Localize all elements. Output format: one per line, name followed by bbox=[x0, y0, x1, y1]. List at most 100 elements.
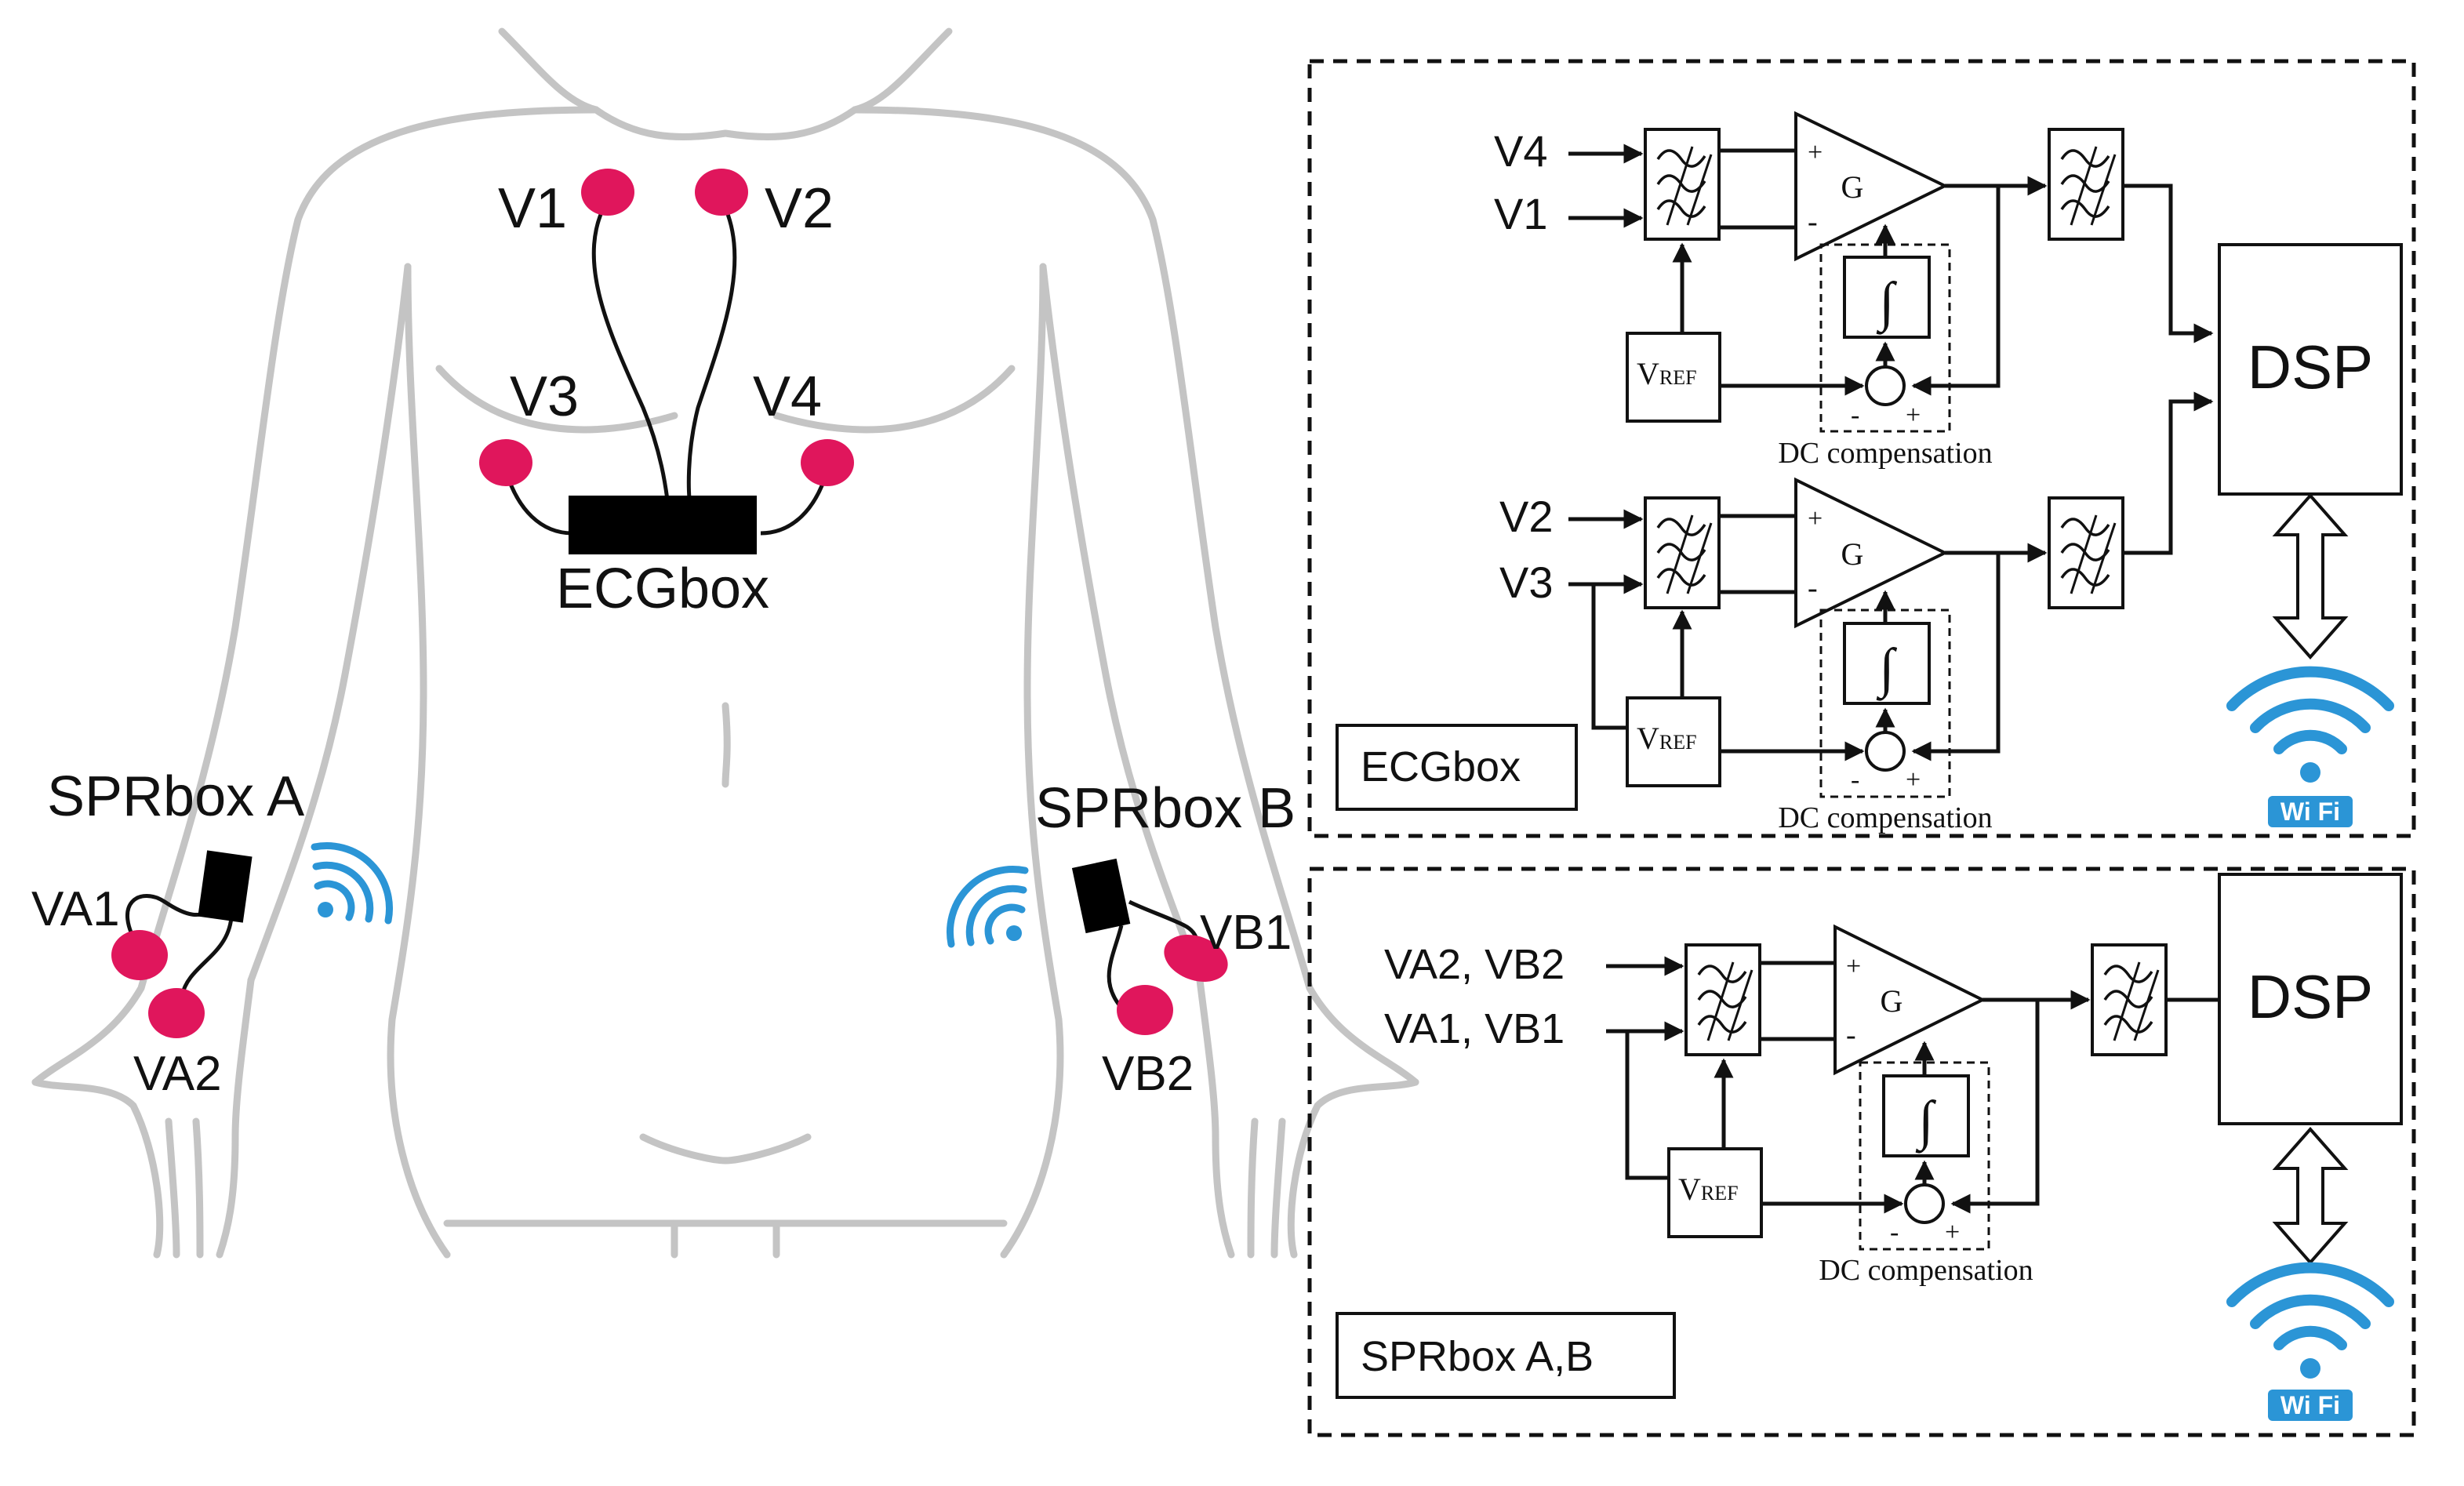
body-panel: V1 V2 V3 V4 ECGbox SPRbox A VA1 VA2 SPRb… bbox=[31, 27, 1419, 1259]
spr-input-top: VA2, VB2 bbox=[1384, 941, 1565, 988]
ecgbox-panel-border bbox=[1307, 59, 2416, 838]
spr-summing-junction bbox=[1904, 1183, 1945, 1224]
ecg-ch2-amp-plus: + bbox=[1808, 504, 1823, 533]
va2-electrode bbox=[148, 988, 205, 1038]
spr-amp-gain: G bbox=[1881, 983, 1903, 1019]
ecg-ch1-summing-junction bbox=[1865, 365, 1906, 406]
ecg-ch2-input-filter bbox=[1644, 496, 1721, 609]
spr-dsp-label: DSP bbox=[2248, 962, 2373, 1031]
spr-input-filter bbox=[1684, 943, 1761, 1056]
sprbox-b-device bbox=[1071, 858, 1131, 934]
ecg-ch2-input-v2: V2 bbox=[1499, 492, 1554, 541]
sprbox-panel-border bbox=[1307, 867, 2416, 1437]
v2-cable bbox=[686, 198, 737, 507]
spr-vref-label: VREF bbox=[1678, 1172, 1739, 1207]
ecg-wifi-badge: Wi Fi bbox=[2280, 797, 2340, 826]
sprbox-b-wireless-icon bbox=[946, 865, 1029, 948]
ecg-ch2-amp-gain: G bbox=[1841, 536, 1864, 572]
sprbox-a-label: SPRbox A bbox=[47, 765, 304, 828]
v4-label: V4 bbox=[753, 365, 822, 428]
v4-electrode bbox=[801, 439, 854, 486]
vb1-electrode bbox=[1164, 935, 1228, 982]
ecg-ch1-input-v1: V1 bbox=[1494, 189, 1548, 238]
spr-amp-plus: + bbox=[1846, 952, 1861, 981]
va1-cable bbox=[125, 894, 213, 950]
ecg-ch1-amplifier bbox=[1794, 111, 1949, 262]
ecg-ch2-output-filter bbox=[2048, 496, 2124, 609]
ecg-ch2-amplifier bbox=[1794, 477, 1949, 629]
spr-vref bbox=[1667, 1147, 1763, 1238]
ecg-ch2-integrator-symbol: ∫ bbox=[1876, 638, 1897, 701]
ecg-channel-1: V4 V1 + - G ∫ - + VREF DC c bbox=[1494, 111, 2214, 470]
sprbox-title-box bbox=[1336, 1312, 1676, 1399]
v3-label: V3 bbox=[510, 365, 579, 428]
ecg-ch2-integrator bbox=[1843, 622, 1931, 705]
vb2-label: VB2 bbox=[1102, 1047, 1194, 1101]
ecg-ch1-output-filter bbox=[2048, 128, 2124, 241]
ecgbox-device bbox=[569, 496, 757, 554]
ecg-ch1-sum-plus: + bbox=[1906, 401, 1921, 430]
sprbox-panel: VA2, VB2 VA1, VB1 + - G ∫ - + VREF DC co… bbox=[1307, 867, 2416, 1437]
ecg-ch2-input-v3: V3 bbox=[1499, 558, 1554, 607]
ecg-ch1-input-filter bbox=[1644, 128, 1721, 241]
ecg-ch2-summing-junction bbox=[1865, 731, 1906, 772]
ecg-ch1-dc-compensation-box bbox=[1819, 243, 1951, 433]
spr-wifi-badge: Wi Fi bbox=[2280, 1391, 2340, 1419]
spr-sum-plus: + bbox=[1945, 1218, 1960, 1247]
va2-cable bbox=[180, 917, 234, 997]
v2-label: V2 bbox=[765, 177, 834, 240]
ecgbox-title-box bbox=[1336, 724, 1578, 811]
v3-electrode bbox=[479, 439, 532, 486]
ecg-ch1-vref-label: VREF bbox=[1637, 356, 1697, 391]
vb2-electrode bbox=[1117, 985, 1173, 1035]
ecg-ch2-dc-compensation-label: DC compensation bbox=[1778, 801, 1992, 834]
va1-electrode bbox=[111, 930, 168, 980]
ecg-ch2-dc-compensation-box bbox=[1819, 609, 1951, 798]
spr-amplifier bbox=[1833, 924, 1986, 1076]
spr-dc-compensation-label: DC compensation bbox=[1819, 1254, 2033, 1287]
spr-dsp-block bbox=[2218, 873, 2403, 1125]
spr-sum-minus: - bbox=[1890, 1218, 1899, 1247]
spr-output-filter bbox=[2091, 943, 2168, 1056]
ecg-ch1-amp-minus: - bbox=[1808, 205, 1818, 238]
body-outline bbox=[31, 27, 1419, 1259]
ecg-ch2-vref bbox=[1626, 696, 1721, 787]
spr-integrator bbox=[1882, 1074, 1970, 1157]
vb1-label: VB1 bbox=[1200, 906, 1292, 960]
ecg-ch2-sum-minus: - bbox=[1851, 765, 1859, 794]
sprbox-a-device bbox=[198, 850, 253, 923]
v1-electrode bbox=[581, 169, 634, 216]
ecg-ch1-vref bbox=[1626, 332, 1721, 423]
ecg-ch1-input-v4: V4 bbox=[1494, 126, 1548, 176]
ecg-ch1-amp-plus: + bbox=[1808, 138, 1823, 167]
spr-dc-compensation-box bbox=[1859, 1061, 1990, 1251]
ecgbox-device-label: ECGbox bbox=[556, 558, 769, 620]
ecg-ch1-sum-minus: - bbox=[1851, 401, 1859, 430]
spr-input-bottom: VA1, VB1 bbox=[1384, 1005, 1565, 1052]
va2-label: VA2 bbox=[133, 1047, 222, 1101]
ecg-ch2-amp-minus: - bbox=[1808, 572, 1818, 605]
vb2-cable bbox=[1107, 925, 1124, 1009]
v1-cable bbox=[591, 198, 671, 507]
ecg-dsp-block bbox=[2218, 243, 2403, 496]
v1-label: V1 bbox=[498, 177, 567, 240]
ecg-ch1-amp-gain: G bbox=[1841, 169, 1864, 205]
spr-wifi-icon: Wi Fi bbox=[2226, 1262, 2394, 1421]
ecg-ch1-integrator-symbol: ∫ bbox=[1876, 272, 1897, 335]
ecg-ch2-vref-label: VREF bbox=[1637, 721, 1697, 756]
ecg-ch1-dc-compensation-label: DC compensation bbox=[1778, 437, 1992, 470]
sprbox-title: SPRbox A,B bbox=[1361, 1333, 1594, 1380]
sprbox-a-wireless-icon bbox=[311, 841, 394, 925]
ecg-dsp-label: DSP bbox=[2248, 332, 2373, 401]
ecgbox-panel: V4 V1 + - G ∫ - + VREF DC c bbox=[1307, 59, 2416, 838]
ecg-channel-2: V2 V3 + - G ∫ - + VREF bbox=[1499, 391, 2214, 834]
ecg-wifi-icon: Wi Fi bbox=[2226, 666, 2394, 827]
ecgbox-title: ECGbox bbox=[1361, 743, 1521, 790]
spr-amp-minus: - bbox=[1846, 1019, 1856, 1052]
v2-electrode bbox=[695, 169, 748, 216]
spr-dsp-bidirectional-arrow bbox=[2272, 1126, 2349, 1266]
spr-integrator-symbol: ∫ bbox=[1915, 1091, 1936, 1154]
ecg-ch2-sum-plus: + bbox=[1906, 765, 1921, 794]
